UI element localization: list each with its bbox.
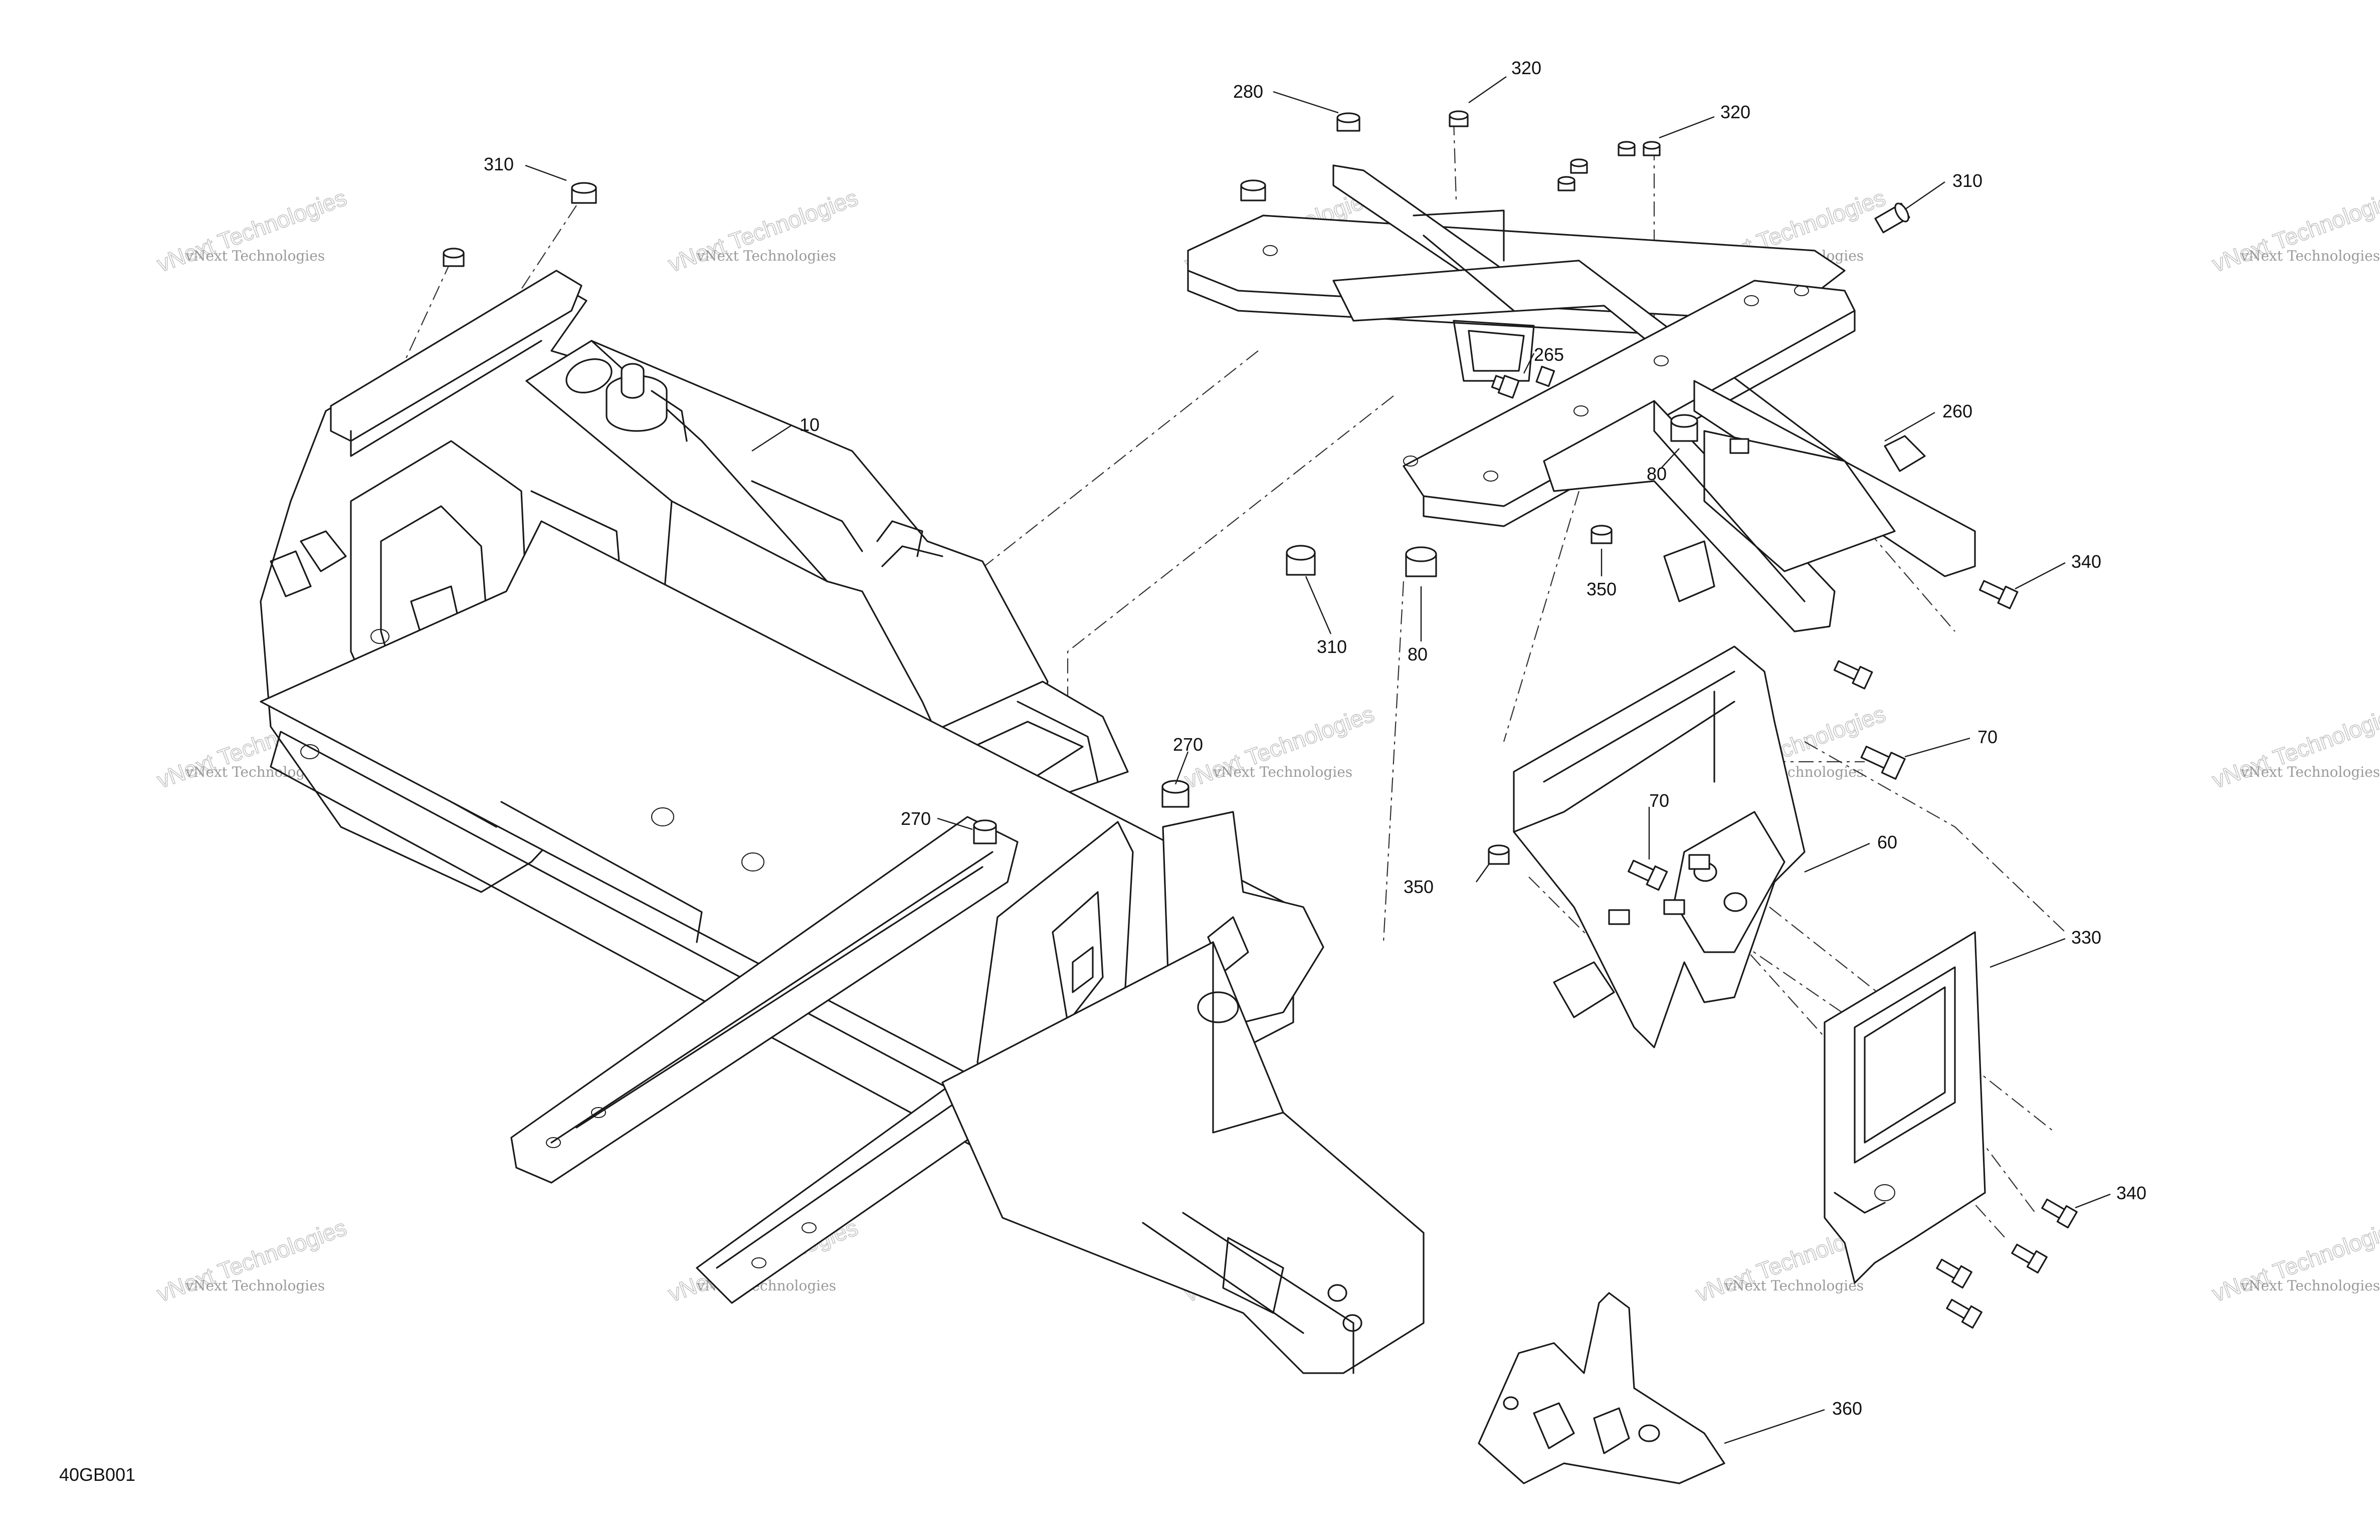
main-frame <box>260 270 1425 1374</box>
callout-60: 60 <box>1877 832 1897 852</box>
bolt <box>1491 375 1520 399</box>
callout-70: 70 <box>1977 727 1998 747</box>
bushing <box>1670 414 1698 442</box>
bolt <box>1833 660 1873 690</box>
watermark: vNext Technologies vNext Technologies <box>2208 1214 2380 1307</box>
callout-10: 10 <box>800 414 820 435</box>
nut <box>1488 844 1510 865</box>
watermark: vNext Technologies vNext Technologies <box>1180 700 1377 794</box>
watermark-text: vNext Technologies <box>696 248 836 264</box>
watermark-text: vNext Technologies <box>2240 764 2380 780</box>
bolt <box>2041 1198 2078 1229</box>
watermark-text: vNext Technologies <box>185 248 325 264</box>
leader-lines <box>525 76 2111 1444</box>
nut <box>1608 909 1630 925</box>
callout-270: 270 <box>1173 734 1203 755</box>
callout-310: 310 <box>484 154 514 174</box>
nut <box>443 248 465 267</box>
watermark-text: vNext Technologies <box>1724 1277 1864 1294</box>
hardware <box>443 110 2078 1329</box>
bolt <box>1946 1298 1982 1329</box>
watermark: vNext Technologies vNext Technologies <box>664 184 861 278</box>
nut <box>1449 110 1469 127</box>
watermark-text: vNext Technologies <box>185 1277 325 1294</box>
watermark: vNext Technologies vNext Technologies <box>153 184 350 278</box>
nut <box>1618 141 1636 156</box>
bolt <box>1936 1258 1972 1289</box>
callout-350: 350 <box>1586 579 1617 599</box>
watermark-text: vNext Technologies <box>2240 248 2380 264</box>
nut <box>1591 525 1613 544</box>
rear-bracket <box>1513 645 1806 1048</box>
callout-320: 320 <box>1720 102 1750 122</box>
rear-subframe <box>1187 164 1976 632</box>
callout-80: 80 <box>1408 644 1428 665</box>
callout-350: 350 <box>1404 876 1434 897</box>
bolt <box>1628 859 1668 891</box>
callout-330: 330 <box>2071 927 2101 948</box>
bushing <box>973 819 997 844</box>
skid-plate <box>1824 931 1986 1284</box>
watermark: vNext Technologies vNext Technologies <box>2208 700 2380 794</box>
callout-280: 280 <box>1233 81 1263 102</box>
watermark-text: vNext Technologies <box>1213 764 1352 780</box>
watermark-text: vNext Technologies <box>2240 1277 2380 1294</box>
bushing <box>1874 202 1910 234</box>
bushing <box>1729 438 1749 454</box>
callout-340: 340 <box>2071 551 2101 572</box>
watermark: vNext Technologies vNext Technologies <box>153 1214 350 1307</box>
bushing <box>1286 545 1316 576</box>
callout-310: 310 <box>1317 636 1347 657</box>
bushing <box>1405 546 1437 577</box>
watermark: vNext Technologies vNext Technologies <box>2208 184 2380 278</box>
bolt <box>1535 365 1555 387</box>
bushing <box>1161 780 1189 808</box>
callout-80: 80 <box>1647 464 1667 484</box>
callout-360: 360 <box>1832 1398 1862 1419</box>
callout-270: 270 <box>901 808 931 829</box>
lower-bracket <box>1478 1292 1725 1484</box>
callout-310: 310 <box>1952 170 1982 191</box>
nut <box>1557 176 1575 191</box>
bolt <box>1860 746 1906 780</box>
callout-265: 265 <box>1534 344 1564 365</box>
nut <box>571 182 597 204</box>
callout-320: 320 <box>1511 58 1541 78</box>
nut <box>1643 141 1661 156</box>
nut <box>1240 179 1266 201</box>
nut <box>1336 112 1360 132</box>
bolt <box>2011 1243 2048 1274</box>
bolt <box>1978 580 2019 609</box>
callout-260: 260 <box>1942 401 1972 421</box>
nut <box>1570 158 1588 174</box>
figure-code: 40GB001 <box>59 1464 135 1485</box>
callout-70: 70 <box>1649 790 1669 811</box>
callout-labels: 310 10 280 320 320 310 265 260 80 350 34… <box>484 58 2146 1419</box>
callout-340: 340 <box>2116 1183 2146 1203</box>
nut <box>1688 854 1710 870</box>
nut <box>1663 899 1685 915</box>
